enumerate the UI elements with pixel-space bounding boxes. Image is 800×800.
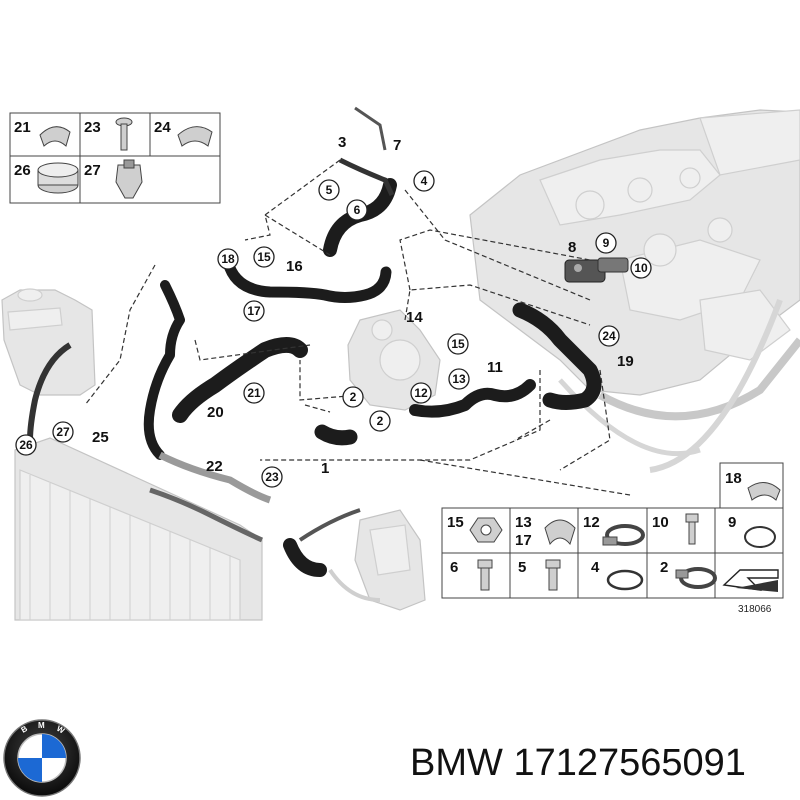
fastener-legend-bottom: 18 15 13 17 12 10 9 6 5 [441,462,784,599]
svg-text:5: 5 [326,183,333,197]
expansion-tank-illustration [1,288,96,396]
callout-8: 8 [568,239,576,256]
svg-text:2: 2 [350,390,357,404]
callout-bubble-12: 12 [410,382,432,404]
svg-text:2: 2 [377,414,384,428]
legend-label-27: 27 [84,162,101,179]
callout-bubble-4: 4 [413,170,435,192]
svg-text:6: 6 [354,203,361,217]
callout-25: 25 [92,429,109,446]
hose-clip-26-icon [37,162,79,194]
assembly-leader-lines [84,159,631,496]
callout-1: 1 [321,460,329,477]
hose-clamp-13-icon [544,519,576,546]
o-ring-4-icon [606,569,644,591]
callout-16: 16 [286,258,303,275]
bracket-clip-27-icon [115,159,143,199]
svg-text:26: 26 [19,438,33,452]
callout-19: 19 [617,353,634,370]
bolt-10-icon [685,513,699,545]
legend-label-9: 9 [728,514,736,531]
bmw-logo: B M W [3,719,81,797]
screw-6-icon [477,559,493,591]
callout-14: 14 [406,309,423,326]
drawing-reference-number: 318066 [738,604,772,615]
direction-arrow-icon [722,569,779,592]
svg-text:12: 12 [414,386,428,400]
callout-7: 7 [393,137,401,154]
legend-label-6: 6 [450,559,458,576]
legend-label-15: 15 [447,514,464,531]
legend-label-24: 24 [154,119,171,136]
svg-text:13: 13 [452,372,466,386]
svg-text:M: M [38,721,45,730]
fastener-legend-top: 21 23 24 26 27 [9,112,221,204]
svg-text:18: 18 [221,252,235,266]
callout-bubble-9: 9 [595,232,617,254]
callout-11: 11 [487,359,503,376]
legend-label-23: 23 [84,119,101,136]
legend-label-17: 17 [515,532,532,549]
hose-clamp-24-icon [177,126,213,147]
svg-text:B: B [20,724,30,735]
callout-bubble-15-mid: 15 [447,333,469,355]
callout-bubble-23: 23 [261,466,283,488]
legend-label-21: 21 [14,119,31,136]
part-callouts: 3 7 8 11 14 16 19 20 22 25 1 [92,134,634,477]
radiator-illustration [14,437,263,621]
svg-text:17: 17 [247,304,261,318]
svg-text:15: 15 [451,337,465,351]
worm-clamp-12-icon [602,524,645,546]
svg-text:9: 9 [603,236,610,250]
svg-text:21: 21 [247,386,261,400]
legend-label-13: 13 [515,514,532,531]
auxiliary-pump-illustration [328,509,426,611]
callout-3: 3 [338,134,346,151]
svg-text:24: 24 [602,329,616,343]
legend-label-4: 4 [591,559,600,576]
hex-nut-15-icon [469,517,503,543]
callout-bubble-21: 21 [243,382,265,404]
engine-block-illustration [469,109,800,473]
callout-bubble-5: 5 [318,179,340,201]
legend-label-10: 10 [652,514,669,531]
legend-label-2: 2 [660,559,668,576]
hose-clamp-21-icon [39,126,71,147]
callout-22: 22 [206,458,223,475]
circled-callouts: 5 6 4 18 15 17 9 10 24 15 13 12 2 2 21 2… [15,170,652,488]
svg-text:23: 23 [265,470,279,484]
svg-text:27: 27 [56,425,70,439]
svg-text:4: 4 [421,174,428,188]
legend-label-18: 18 [725,470,742,487]
caption-part-number: 17127565091 [513,742,746,784]
screw-5-icon [545,559,561,591]
legend-label-26: 26 [14,162,31,179]
callout-bubble-13: 13 [448,368,470,390]
callout-bubble-2-upper: 2 [342,386,364,408]
callout-bubble-18: 18 [217,248,239,270]
temperature-sensor-illustration [564,257,629,283]
o-ring-9-icon [744,526,776,548]
callout-bubble-2-lower: 2 [369,410,391,432]
callout-bubble-15-top: 15 [253,246,275,268]
hose-clamp-2-icon [675,567,717,589]
expanding-rivet-icon [115,117,133,151]
hose-clamp-18-icon [747,482,781,501]
callout-bubble-26: 26 [15,434,37,456]
svg-text:10: 10 [634,261,648,275]
legend-label-12: 12 [583,514,600,531]
legend-label-5: 5 [518,559,526,576]
svg-text:15: 15 [257,250,271,264]
callout-20: 20 [207,404,224,421]
callout-bubble-10: 10 [630,257,652,279]
caption-brand: BMW [410,742,503,784]
callout-bubble-6: 6 [346,199,368,221]
part-caption: BMW 17127565091 [410,738,795,788]
callout-bubble-27: 27 [52,421,74,443]
callout-bubble-17: 17 [243,300,265,322]
callout-bubble-24: 24 [598,325,620,347]
svg-text:W: W [55,724,66,736]
